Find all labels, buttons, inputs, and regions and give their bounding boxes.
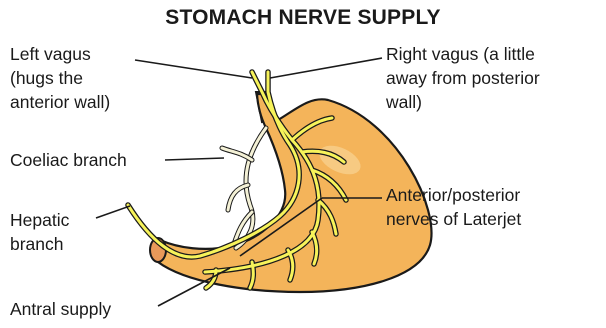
label-left-vagus: Left vagus (hugs the anterior wall)	[10, 42, 110, 114]
label-right-vagus-line-3: wall)	[386, 90, 540, 114]
label-anterior-line-1: Anterior/posterior	[386, 183, 521, 207]
leader-hepatic	[96, 206, 130, 218]
label-anterior-posterior-nerves: Anterior/posterior nerves of Laterjet	[386, 183, 521, 231]
label-right-vagus: Right vagus (a little away from posterio…	[386, 42, 540, 114]
label-right-vagus-line-1: Right vagus (a little	[386, 42, 540, 66]
label-antral-supply: Antral supply	[10, 297, 111, 321]
label-left-vagus-line-2: (hugs the	[10, 66, 110, 90]
label-coeliac-branch: Coeliac branch	[10, 148, 127, 172]
label-coeliac-branch-line-1: Coeliac branch	[10, 148, 127, 172]
leader-right-vagus	[270, 58, 382, 78]
label-hepatic-line-1: Hepatic	[10, 208, 69, 232]
leader-left-vagus	[135, 60, 252, 78]
label-left-vagus-line-3: anterior wall)	[10, 90, 110, 114]
label-left-vagus-line-1: Left vagus	[10, 42, 110, 66]
label-anterior-line-2: nerves of Laterjet	[386, 207, 521, 231]
label-hepatic-branch: Hepatic branch	[10, 208, 69, 256]
label-antral-line-1: Antral supply	[10, 297, 111, 321]
leader-coeliac	[165, 158, 224, 160]
label-right-vagus-line-2: away from posterior	[386, 66, 540, 90]
label-hepatic-line-2: branch	[10, 232, 69, 256]
